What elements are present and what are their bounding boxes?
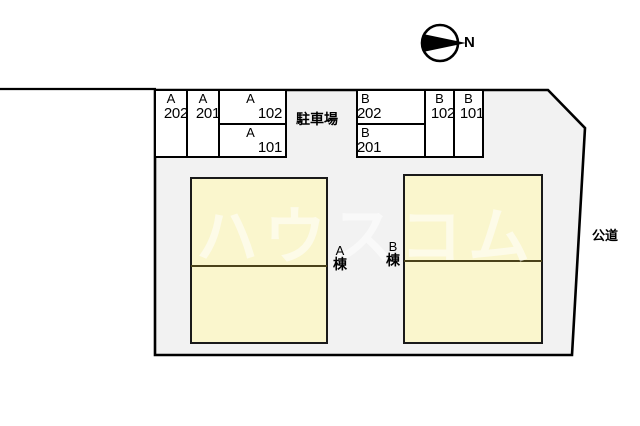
public-road-label: 公道 (592, 229, 619, 244)
parking-stall-label-a202: A 202 (154, 92, 188, 121)
building-b (403, 174, 543, 344)
parking-stall-a201 (186, 89, 220, 158)
stall-unit: A (246, 125, 255, 140)
parking-stall-label-a102: A 102 (219, 92, 282, 121)
stall-unit: B (435, 91, 444, 106)
parking-stall-label-b102: B 102 (424, 92, 455, 121)
compass-north-label: N (464, 34, 475, 51)
stall-number: 202 (163, 104, 188, 122)
building-a-outline (190, 177, 328, 344)
stall-unit: B (361, 91, 370, 106)
parking-block-b (356, 89, 484, 158)
building-a (190, 177, 328, 344)
parking-stall-label-b101: B 101 (453, 92, 484, 121)
building-b-label: B 棟 (383, 239, 403, 270)
parking-stall-label-b202: B 202 (357, 92, 421, 121)
parking-stall-a202 (154, 89, 188, 158)
building-b-suffix: 棟 (386, 253, 400, 270)
stall-number: 102 (430, 104, 455, 122)
parking-block-a (154, 89, 287, 158)
building-a-label: A 棟 (330, 243, 350, 274)
parking-stall-b102 (424, 89, 455, 158)
stall-unit: A (166, 91, 176, 106)
stall-number: 201 (357, 138, 382, 156)
building-b-outline (403, 174, 543, 344)
stall-unit: A (246, 91, 255, 106)
parking-stall-label-b201: B 201 (357, 126, 421, 155)
stall-number: 101 (257, 138, 282, 156)
stall-unit: B (464, 91, 473, 106)
parking-stall-a101 (218, 123, 287, 158)
stall-number: 202 (357, 104, 382, 122)
stall-number: 102 (257, 104, 282, 122)
stall-number: 101 (459, 104, 484, 122)
parking-stall-label-a201: A 201 (186, 92, 220, 121)
stall-number: 201 (195, 104, 220, 122)
compass-rose (420, 23, 466, 63)
stall-unit: A (198, 91, 208, 106)
building-a-name: A (335, 243, 345, 258)
parking-stall-b101 (453, 89, 484, 158)
parking-stall-label-a101: A 101 (219, 126, 282, 155)
compass-needle-icon (423, 34, 466, 52)
stall-unit: B (361, 125, 370, 140)
building-a-suffix: 棟 (333, 257, 347, 274)
building-b-name: B (388, 239, 398, 254)
